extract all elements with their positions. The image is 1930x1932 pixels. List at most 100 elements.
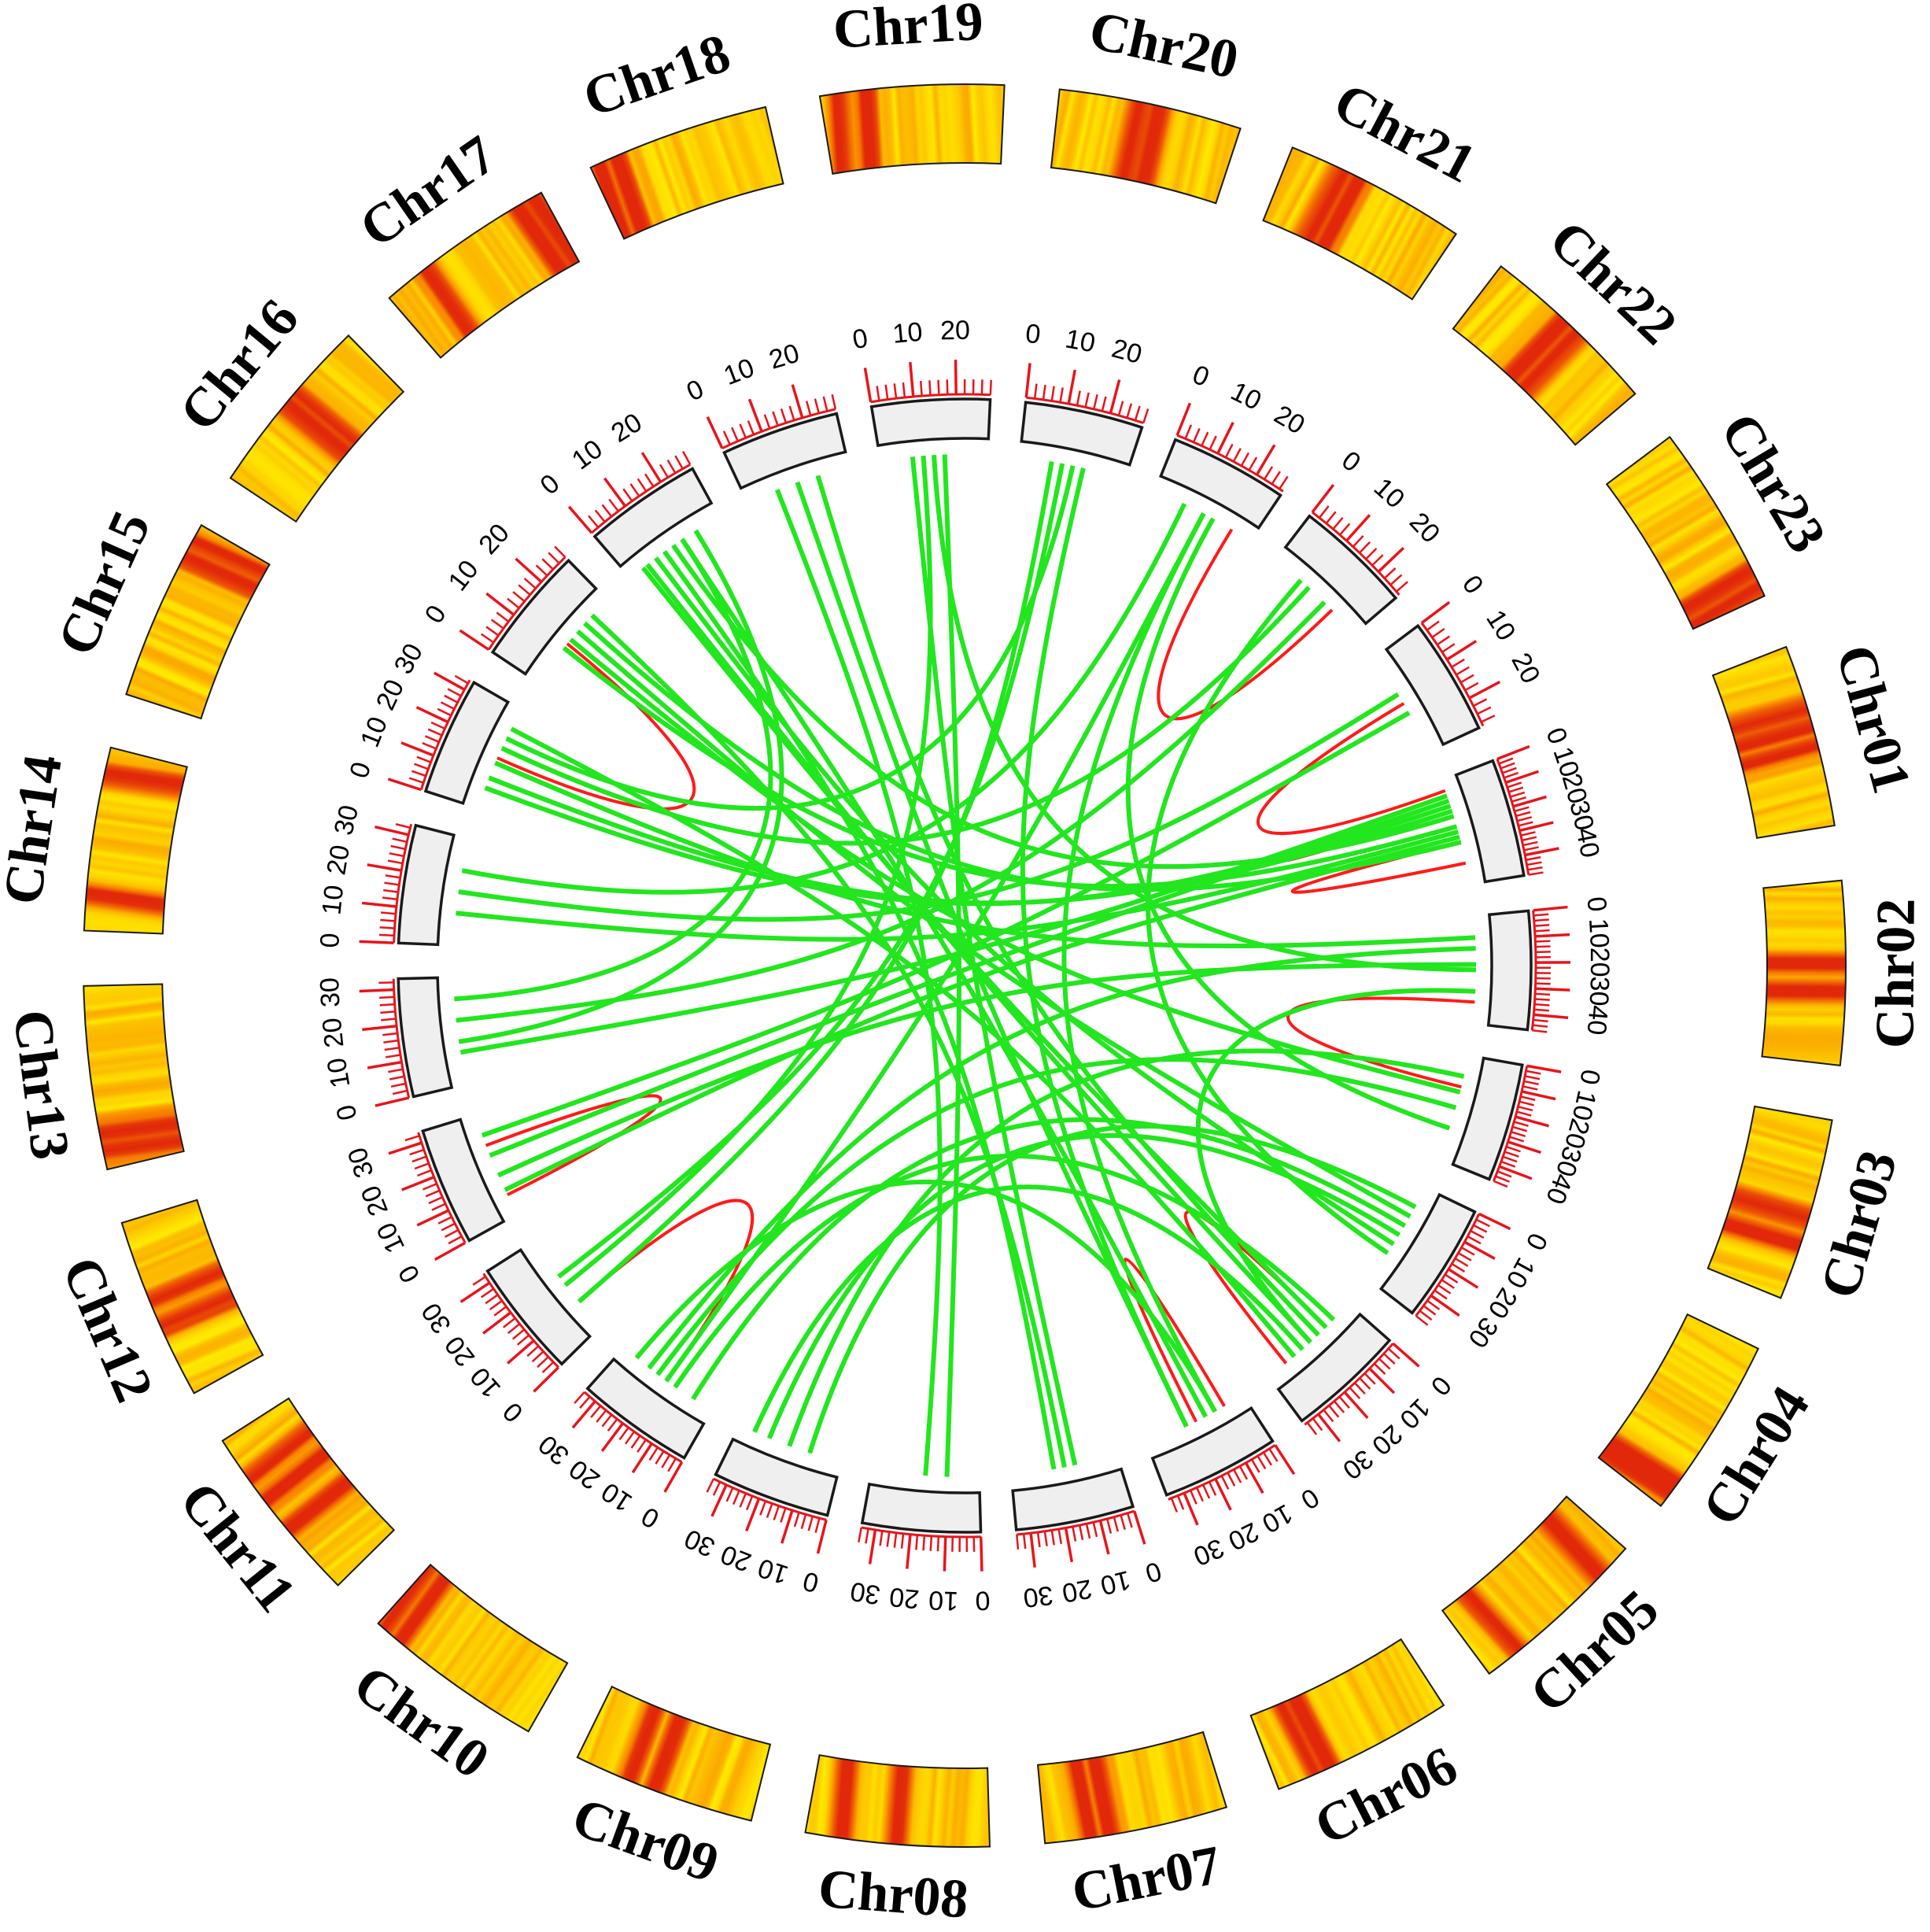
collinear-link: [1020, 467, 1189, 1428]
scale-tick: [1511, 1131, 1526, 1137]
scale-tick: [1257, 1455, 1267, 1470]
scale-tick-label: 0: [330, 1102, 363, 1123]
scale-tick: [1508, 786, 1524, 793]
scale-baseline: [861, 1526, 981, 1539]
scale-tick: [886, 1531, 891, 1547]
scale-tick: [1521, 1090, 1556, 1101]
scale-tick: [1248, 456, 1258, 471]
collinear-link: [488, 775, 1453, 906]
scale-tick: [1279, 475, 1289, 489]
scale-tick-label: 10: [755, 1553, 792, 1590]
scale-tick: [448, 1236, 463, 1245]
scale-tick: [416, 1169, 432, 1177]
scale-tick: [1534, 933, 1570, 938]
scale-tick: [1475, 1218, 1490, 1228]
scale-tick-label: 0: [315, 933, 345, 948]
scale-tick: [1238, 1465, 1249, 1480]
scale-tick-label: 10: [1393, 1392, 1436, 1435]
scale-tick: [496, 611, 510, 622]
scale-tick: [661, 1454, 671, 1468]
scale-tick: [1517, 816, 1533, 822]
scale-tick: [1504, 1151, 1519, 1158]
scale-tick: [526, 1345, 540, 1358]
scale-tick: [648, 1446, 659, 1461]
scale-tick: [531, 1350, 544, 1363]
scale-tick: [863, 368, 873, 403]
scale-tick: [1481, 715, 1496, 723]
scale-tick: [1176, 1495, 1185, 1510]
scale-tick: [367, 1060, 402, 1069]
scale-tick: [1515, 811, 1531, 818]
scale-tick: [380, 918, 396, 922]
scale-tick: [1318, 505, 1330, 519]
scale-tick-label: 10: [316, 884, 349, 917]
scale-tick: [472, 1276, 486, 1286]
scale-tick: [541, 558, 554, 571]
collinear-link: [500, 586, 1311, 846]
scale-tick-label: 0: [534, 468, 565, 501]
scale-tick-label: 10: [891, 317, 924, 349]
scale-tick: [816, 1519, 828, 1554]
scale-tick: [1184, 424, 1193, 439]
chromosome-ideograms: [397, 397, 1533, 1534]
ideogram-chr12: [421, 1117, 506, 1243]
scale-tick: [1323, 1409, 1334, 1423]
scale-tick: [485, 626, 500, 637]
scale-tick: [1072, 1526, 1077, 1542]
scale-tick: [359, 988, 394, 993]
heatmap-frame: [388, 191, 581, 359]
scale-tick: [381, 1018, 397, 1021]
scale-tick: [1389, 574, 1403, 586]
scale-tick: [485, 592, 515, 616]
scale-tick: [706, 1478, 715, 1493]
scale-tick: [1512, 795, 1547, 808]
scale-tick: [1195, 1487, 1204, 1502]
scale-tick: [389, 852, 404, 858]
scale-tick-label: 0: [1336, 445, 1366, 478]
scale-tick: [739, 423, 747, 438]
scale-tick: [389, 1075, 405, 1081]
scale-tick: [537, 1356, 549, 1369]
scale-tick: [1067, 369, 1076, 405]
scale-baseline: [583, 1391, 683, 1464]
scale-tick: [622, 488, 633, 502]
scale-tick: [390, 1082, 406, 1088]
ideogram-chr13: [397, 976, 454, 1099]
scale-tick: [416, 755, 431, 763]
heatmap-frame: [229, 334, 405, 523]
scale-tick: [1050, 386, 1055, 401]
scale-tick-label: 20: [1585, 948, 1614, 977]
scale-tick: [1126, 403, 1133, 419]
scale-tick: [430, 721, 445, 730]
scale-tick: [1098, 1520, 1110, 1555]
scale-tick: [1109, 379, 1121, 414]
collinear-link: [583, 621, 1462, 892]
heatmap-frame: [221, 1397, 396, 1587]
scale-tick: [387, 859, 403, 865]
scale-tick: [1345, 514, 1371, 542]
scale-tick: [1477, 706, 1492, 715]
scale-tick-label: 0: [1142, 1556, 1164, 1589]
scale-tick: [380, 1010, 396, 1014]
scale-tick: [1470, 1229, 1485, 1239]
scale-baseline: [419, 679, 471, 790]
scale-tick: [1505, 770, 1539, 785]
scale-baseline: [1496, 758, 1530, 875]
scale-tick: [1105, 1518, 1113, 1534]
scale-tick: [1306, 1421, 1318, 1435]
scale-tick: [1522, 840, 1538, 847]
scale-tick: [1317, 1413, 1341, 1443]
scale-baseline: [590, 463, 691, 534]
scale-tick: [759, 1501, 767, 1516]
scale-baseline: [1017, 1509, 1135, 1536]
scale-tick-label: 20: [888, 1582, 921, 1614]
heatmap-chr22: [1452, 266, 1636, 445]
collinear-link: [1146, 578, 1389, 1255]
scale-tick: [1349, 1387, 1361, 1400]
scale-tick: [1113, 1516, 1120, 1532]
scale-tick: [1332, 516, 1344, 530]
scale-tick: [454, 674, 469, 685]
scale-tick: [1507, 781, 1522, 789]
scale-tick: [1514, 806, 1530, 813]
